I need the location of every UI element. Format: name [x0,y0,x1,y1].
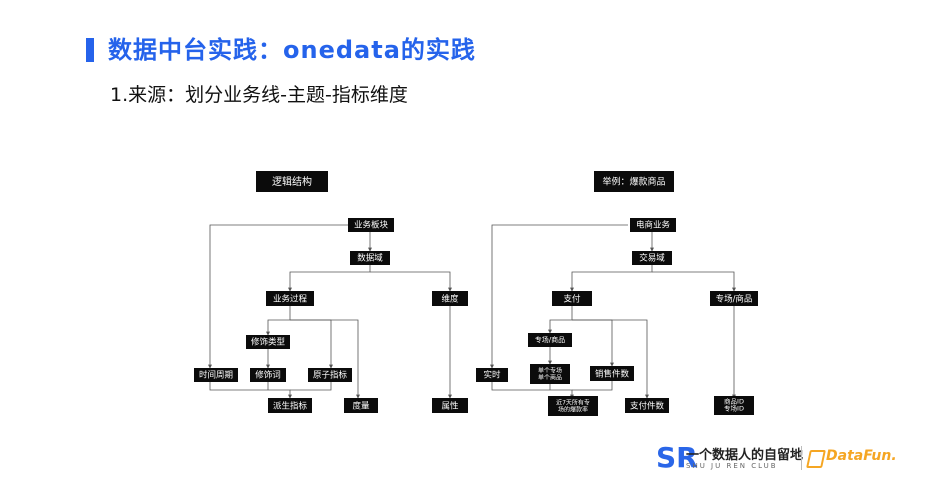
left-node-modifier-type: 修饰类型 [246,335,290,349]
left-node-time-period: 时间周期 [194,368,238,382]
svg-text:数据域: 数据域 [357,253,383,264]
svg-text:交易域: 交易域 [639,253,665,264]
svg-text:修饰词: 修饰词 [255,370,281,381]
right-node-domain: 交易域 [632,251,672,265]
datafun-logo-text: DataFun. [826,448,897,464]
svg-text:近7天所有专场的爆款率: 近7天所有专场的爆款率 [556,398,590,413]
right-node-business: 电商业务 [630,218,676,232]
svg-text:时间周期: 时间周期 [199,370,233,381]
club-logo-text: 一个数据人的自留地 [686,448,804,463]
svg-text:实时: 实时 [483,370,501,381]
svg-text:电商业务: 电商业务 [636,220,671,231]
right-node-modtype: 专场/商品 [528,333,572,347]
right-diagram: 举例：爆款商品 电商业务 交易域 支付 专场/商品 [476,171,758,416]
right-node-pay: 支付 [552,291,592,306]
svg-text:业务过程: 业务过程 [273,294,308,305]
datafun-logo-icon [806,450,826,468]
title-accent-bar [86,38,94,62]
svg-text:逻辑结构: 逻辑结构 [272,175,312,188]
left-heading-node: 逻辑结构 [256,171,328,192]
svg-text:业务板块: 业务板块 [354,220,389,231]
club-logo-icon: SR [656,441,698,474]
svg-text:度量: 度量 [352,401,370,412]
svg-text:专场/商品: 专场/商品 [716,294,753,305]
left-node-atomic: 原子指标 [308,368,352,382]
club-logo-subtext: SHU JU REN CLUB [686,462,778,470]
left-node-process: 业务过程 [266,291,314,306]
logo-divider [801,446,802,470]
svg-text:修饰类型: 修饰类型 [251,337,286,348]
svg-text:属性: 属性 [441,401,459,412]
left-node-modifier: 修饰词 [250,368,286,382]
svg-text:支付件数: 支付件数 [630,401,665,412]
left-diagram: 逻辑结构 业务板块 数据域 业务过程 维度 [194,171,468,413]
svg-text:专场/商品: 专场/商品 [535,335,565,344]
right-node-store-product: 专场/商品 [710,291,758,306]
svg-text:维度: 维度 [441,294,459,305]
right-node-derived: 近7天所有专场的爆款率 [548,396,598,416]
svg-text:原子指标: 原子指标 [313,370,348,381]
right-node-pay-count: 支付件数 [625,398,669,413]
right-node-single: 单个专场单个商品 [530,364,570,384]
left-node-derived: 派生指标 [268,398,312,413]
page-title: 数据中台实践：onedata的实践 [108,36,476,64]
left-node-dimension: 维度 [432,291,468,306]
svg-text:举例：爆款商品: 举例：爆款商品 [602,176,665,188]
svg-text:派生指标: 派生指标 [273,401,308,412]
svg-text:单个专场单个商品: 单个专场单个商品 [538,366,562,381]
page-subtitle: 1.来源：划分业务线-主题-指标维度 [110,84,408,106]
left-node-domain: 数据域 [350,251,390,265]
left-node-measure: 度量 [344,398,378,413]
left-node-business: 业务板块 [348,218,394,232]
right-node-sales: 销售件数 [590,366,634,381]
right-heading-node: 举例：爆款商品 [594,171,674,192]
svg-text:支付: 支付 [563,294,581,305]
right-node-realtime: 实时 [476,368,508,382]
footer-logos: SR 一个数据人的自留地 SHU JU REN CLUB DataFun. [656,440,897,480]
svg-text:销售件数: 销售件数 [595,369,630,380]
left-node-attribute: 属性 [432,398,468,413]
